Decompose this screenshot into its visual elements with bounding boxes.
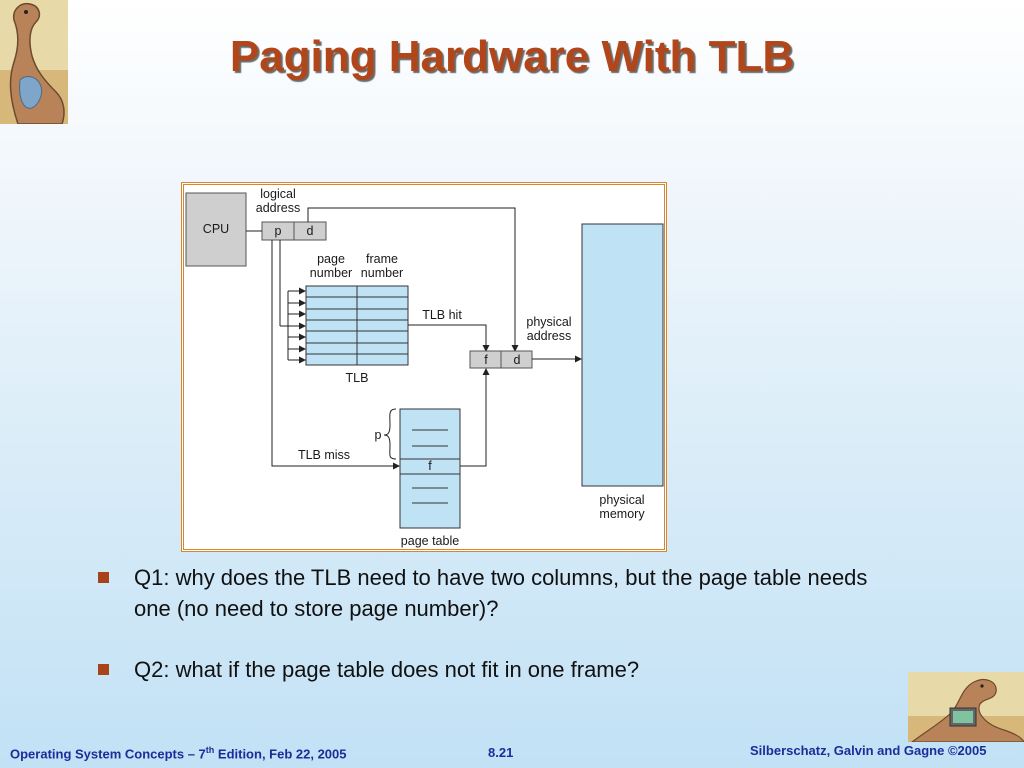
- tlb-hit-arrow: [408, 324, 490, 352]
- paging-tlb-diagram: CPU logical address p d page number fram…: [181, 182, 667, 552]
- footer-left-sup: th: [205, 745, 215, 755]
- page-table-f-entry: f: [428, 459, 432, 473]
- physical-memory-box: [581, 223, 664, 487]
- physical-address-label-line1: physical: [526, 315, 571, 329]
- tlb-label: TLB: [346, 371, 369, 385]
- bullet-marker-icon: [98, 572, 109, 583]
- tlb-hit-label: TLB hit: [422, 308, 462, 322]
- frame-number-label-line1: frame: [366, 252, 398, 266]
- footer-left-suffix: Edition, Feb 22, 2005: [214, 746, 347, 762]
- physical-memory-label-line1: physical: [599, 493, 644, 507]
- footer-course-info: Operating System Concepts – 7th Edition,…: [10, 745, 347, 761]
- tlb-table: [305, 285, 409, 366]
- frame-number-label-line2: number: [361, 266, 403, 280]
- physical-f-label: f: [484, 353, 488, 367]
- page-number-label-line2: number: [310, 266, 352, 280]
- cpu-box: [185, 192, 247, 267]
- page-table-brace: [383, 408, 397, 460]
- page-table-to-physical-arrow: [460, 368, 490, 467]
- dinosaur-laptop-mascot-icon: [908, 672, 1024, 742]
- physical-d-label: d: [514, 353, 521, 367]
- page-table-p-label: p: [375, 428, 382, 442]
- page-number-label-line1: page: [317, 252, 345, 266]
- logical-d-label: d: [307, 224, 314, 238]
- logical-d-cell: [293, 221, 327, 241]
- slide-title: Paging Hardware With TLB: [229, 32, 795, 81]
- physical-memory-label-line2: memory: [599, 507, 645, 521]
- logical-p-label: p: [275, 224, 282, 238]
- physical-address-label-line2: address: [527, 329, 571, 343]
- dinosaur-mascot-icon: [0, 0, 68, 124]
- d-to-physical-arrow: [307, 207, 519, 352]
- bullet-text: Q1: why does the TLB need to have two co…: [134, 565, 868, 621]
- bullet-text: Q2: what if the page table does not fit …: [134, 657, 640, 682]
- footer-page-number: 8.21: [488, 745, 514, 760]
- logical-address-label-line2: address: [256, 201, 300, 215]
- tlb-miss-label: TLB miss: [298, 448, 350, 462]
- bullet-item: Q2: what if the page table does not fit …: [96, 654, 896, 685]
- logical-address-label-line1: logical: [260, 187, 295, 201]
- page-table-label: page table: [401, 534, 459, 548]
- page-table: [399, 408, 461, 529]
- footer-authors: Silberschatz, Galvin and Gagne ©2005: [750, 743, 987, 758]
- tlb-miss-arrow: [271, 240, 400, 470]
- bullet-item: Q1: why does the TLB need to have two co…: [96, 562, 896, 624]
- footer-left-prefix: Operating System Concepts – 7: [10, 746, 206, 762]
- bullet-marker-icon: [98, 664, 109, 675]
- cpu-label: CPU: [203, 222, 229, 236]
- question-list: Q1: why does the TLB need to have two co…: [96, 562, 896, 715]
